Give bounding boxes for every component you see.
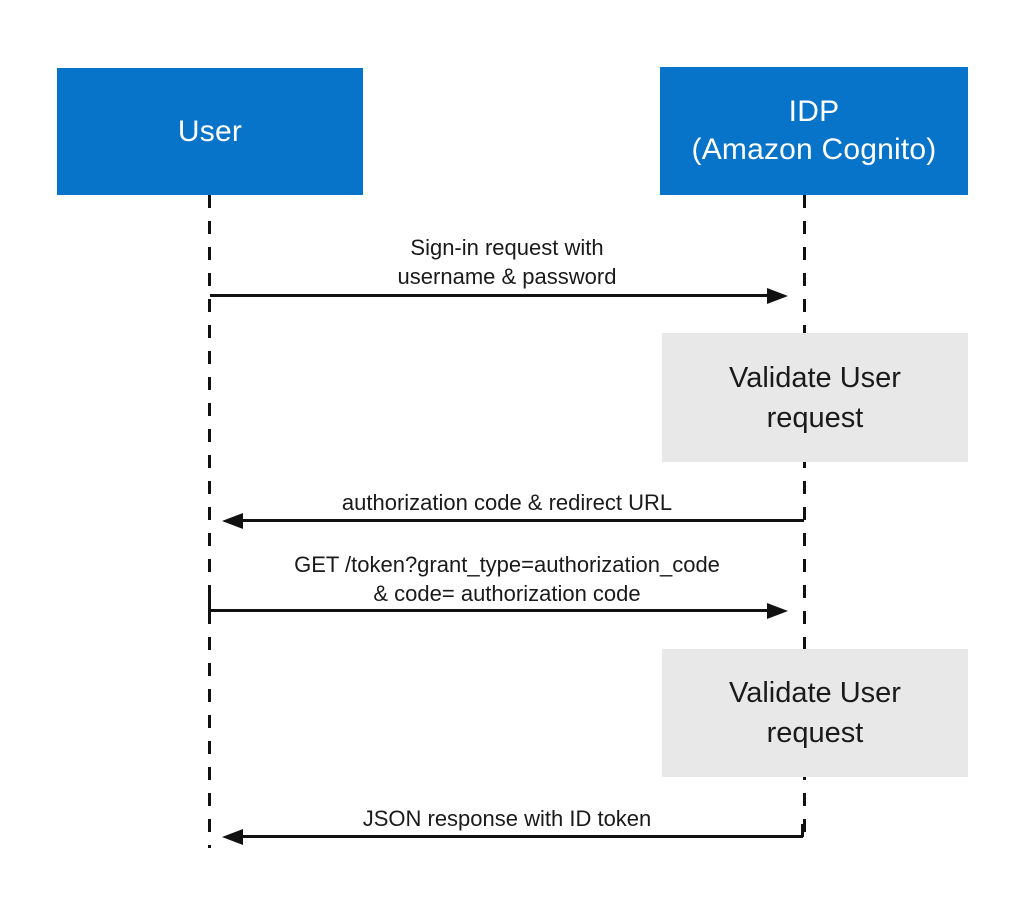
arrowhead-left-icon: [222, 513, 243, 529]
message-label-json-response: JSON response with ID token: [362, 806, 652, 831]
arrowhead-right-icon: [767, 603, 788, 619]
message-label-authorization-code: authorization code & redirect URL: [341, 490, 673, 515]
activation-box-validate-2: Validate User request: [662, 649, 968, 777]
activation-box-validate-1: Validate User request: [662, 333, 968, 462]
message-label-get-token: GET /token?grant_type=authorization_code…: [294, 552, 720, 606]
idp-lifeline: [803, 195, 806, 845]
actor-box-user: User: [57, 68, 363, 195]
message-arrow-get-token: [210, 609, 767, 612]
actor-box-idp: IDP (Amazon Cognito): [660, 67, 968, 195]
message-arrow-authorization-code: [243, 519, 804, 522]
message-elbow-json-response: [801, 824, 804, 837]
actor-label-user: User: [177, 114, 243, 148]
arrowhead-right-icon: [767, 288, 788, 304]
message-arrow-json-response: [243, 835, 803, 838]
user-lifeline: [208, 195, 211, 848]
message-elbow-get-token: [208, 597, 211, 611]
message-arrow-signin-request: [210, 294, 767, 297]
actor-label-idp: IDP (Amazon Cognito): [691, 95, 937, 166]
arrowhead-left-icon: [222, 829, 243, 845]
activation-label-validate-2: Validate User request: [729, 677, 901, 749]
activation-label-validate-1: Validate User request: [729, 361, 901, 434]
message-label-signin-request: Sign-in request with username & password: [397, 235, 617, 289]
